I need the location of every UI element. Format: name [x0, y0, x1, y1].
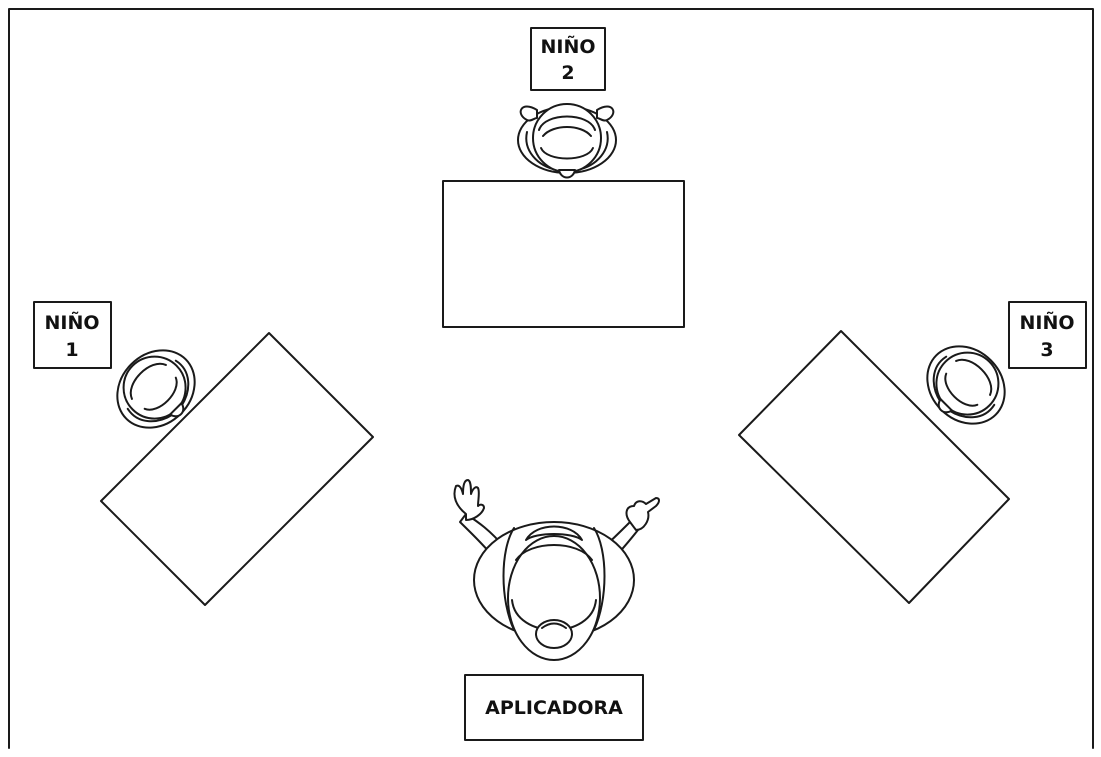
label-child-3: NIÑO 3 — [1009, 302, 1086, 368]
label-child-1-line1: NIÑO — [44, 310, 99, 334]
child-3-figure-icon — [911, 331, 1020, 440]
table-child-2 — [443, 181, 684, 327]
label-child-2-line2: 2 — [561, 62, 574, 84]
label-child-3-line1: NIÑO — [1019, 310, 1074, 334]
label-child-2: NIÑO 2 — [531, 28, 605, 90]
label-child-3-line2: 3 — [1040, 339, 1053, 361]
label-applicator: APLICADORA — [465, 675, 643, 740]
label-child-1-line2: 1 — [65, 339, 78, 361]
child-1-figure-icon — [102, 335, 211, 444]
label-child-1: NIÑO 1 — [34, 302, 111, 368]
label-child-2-line1: NIÑO — [540, 34, 595, 58]
label-applicator-text: APLICADORA — [485, 697, 623, 719]
child-2-figure-icon — [518, 104, 616, 178]
applicator-figure-icon — [454, 480, 659, 660]
